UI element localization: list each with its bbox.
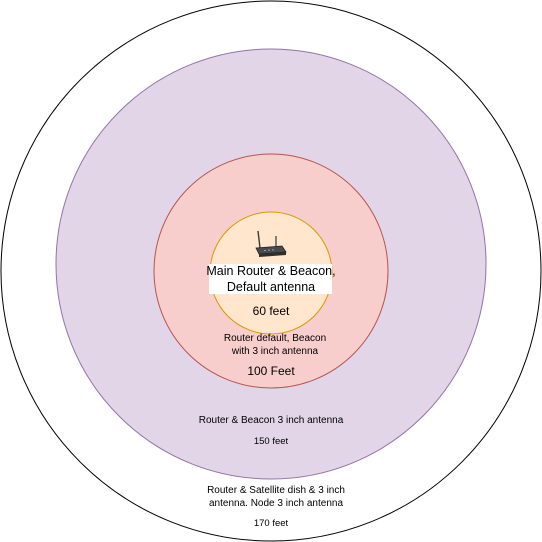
ring-150-distance: 150 feet [253, 436, 289, 447]
main-router-label: Main Router & Beacon, Default antenna [206, 264, 336, 294]
ring-100-distance: 100 Feet [247, 364, 295, 378]
ring-170-distance: 170 feet [253, 518, 289, 529]
ring-60-distance: 60 feet [252, 304, 290, 318]
ring-100-description: Router default, Beacon with 3 inch anten… [223, 333, 327, 357]
ring-170-description: Router & Satellite dish & 3 inch antenna… [207, 485, 345, 509]
ring-150-description: Router & Beacon 3 inch antenna [198, 415, 344, 426]
main-router-label-box [209, 264, 332, 294]
wireless-router-icon [255, 230, 287, 257]
